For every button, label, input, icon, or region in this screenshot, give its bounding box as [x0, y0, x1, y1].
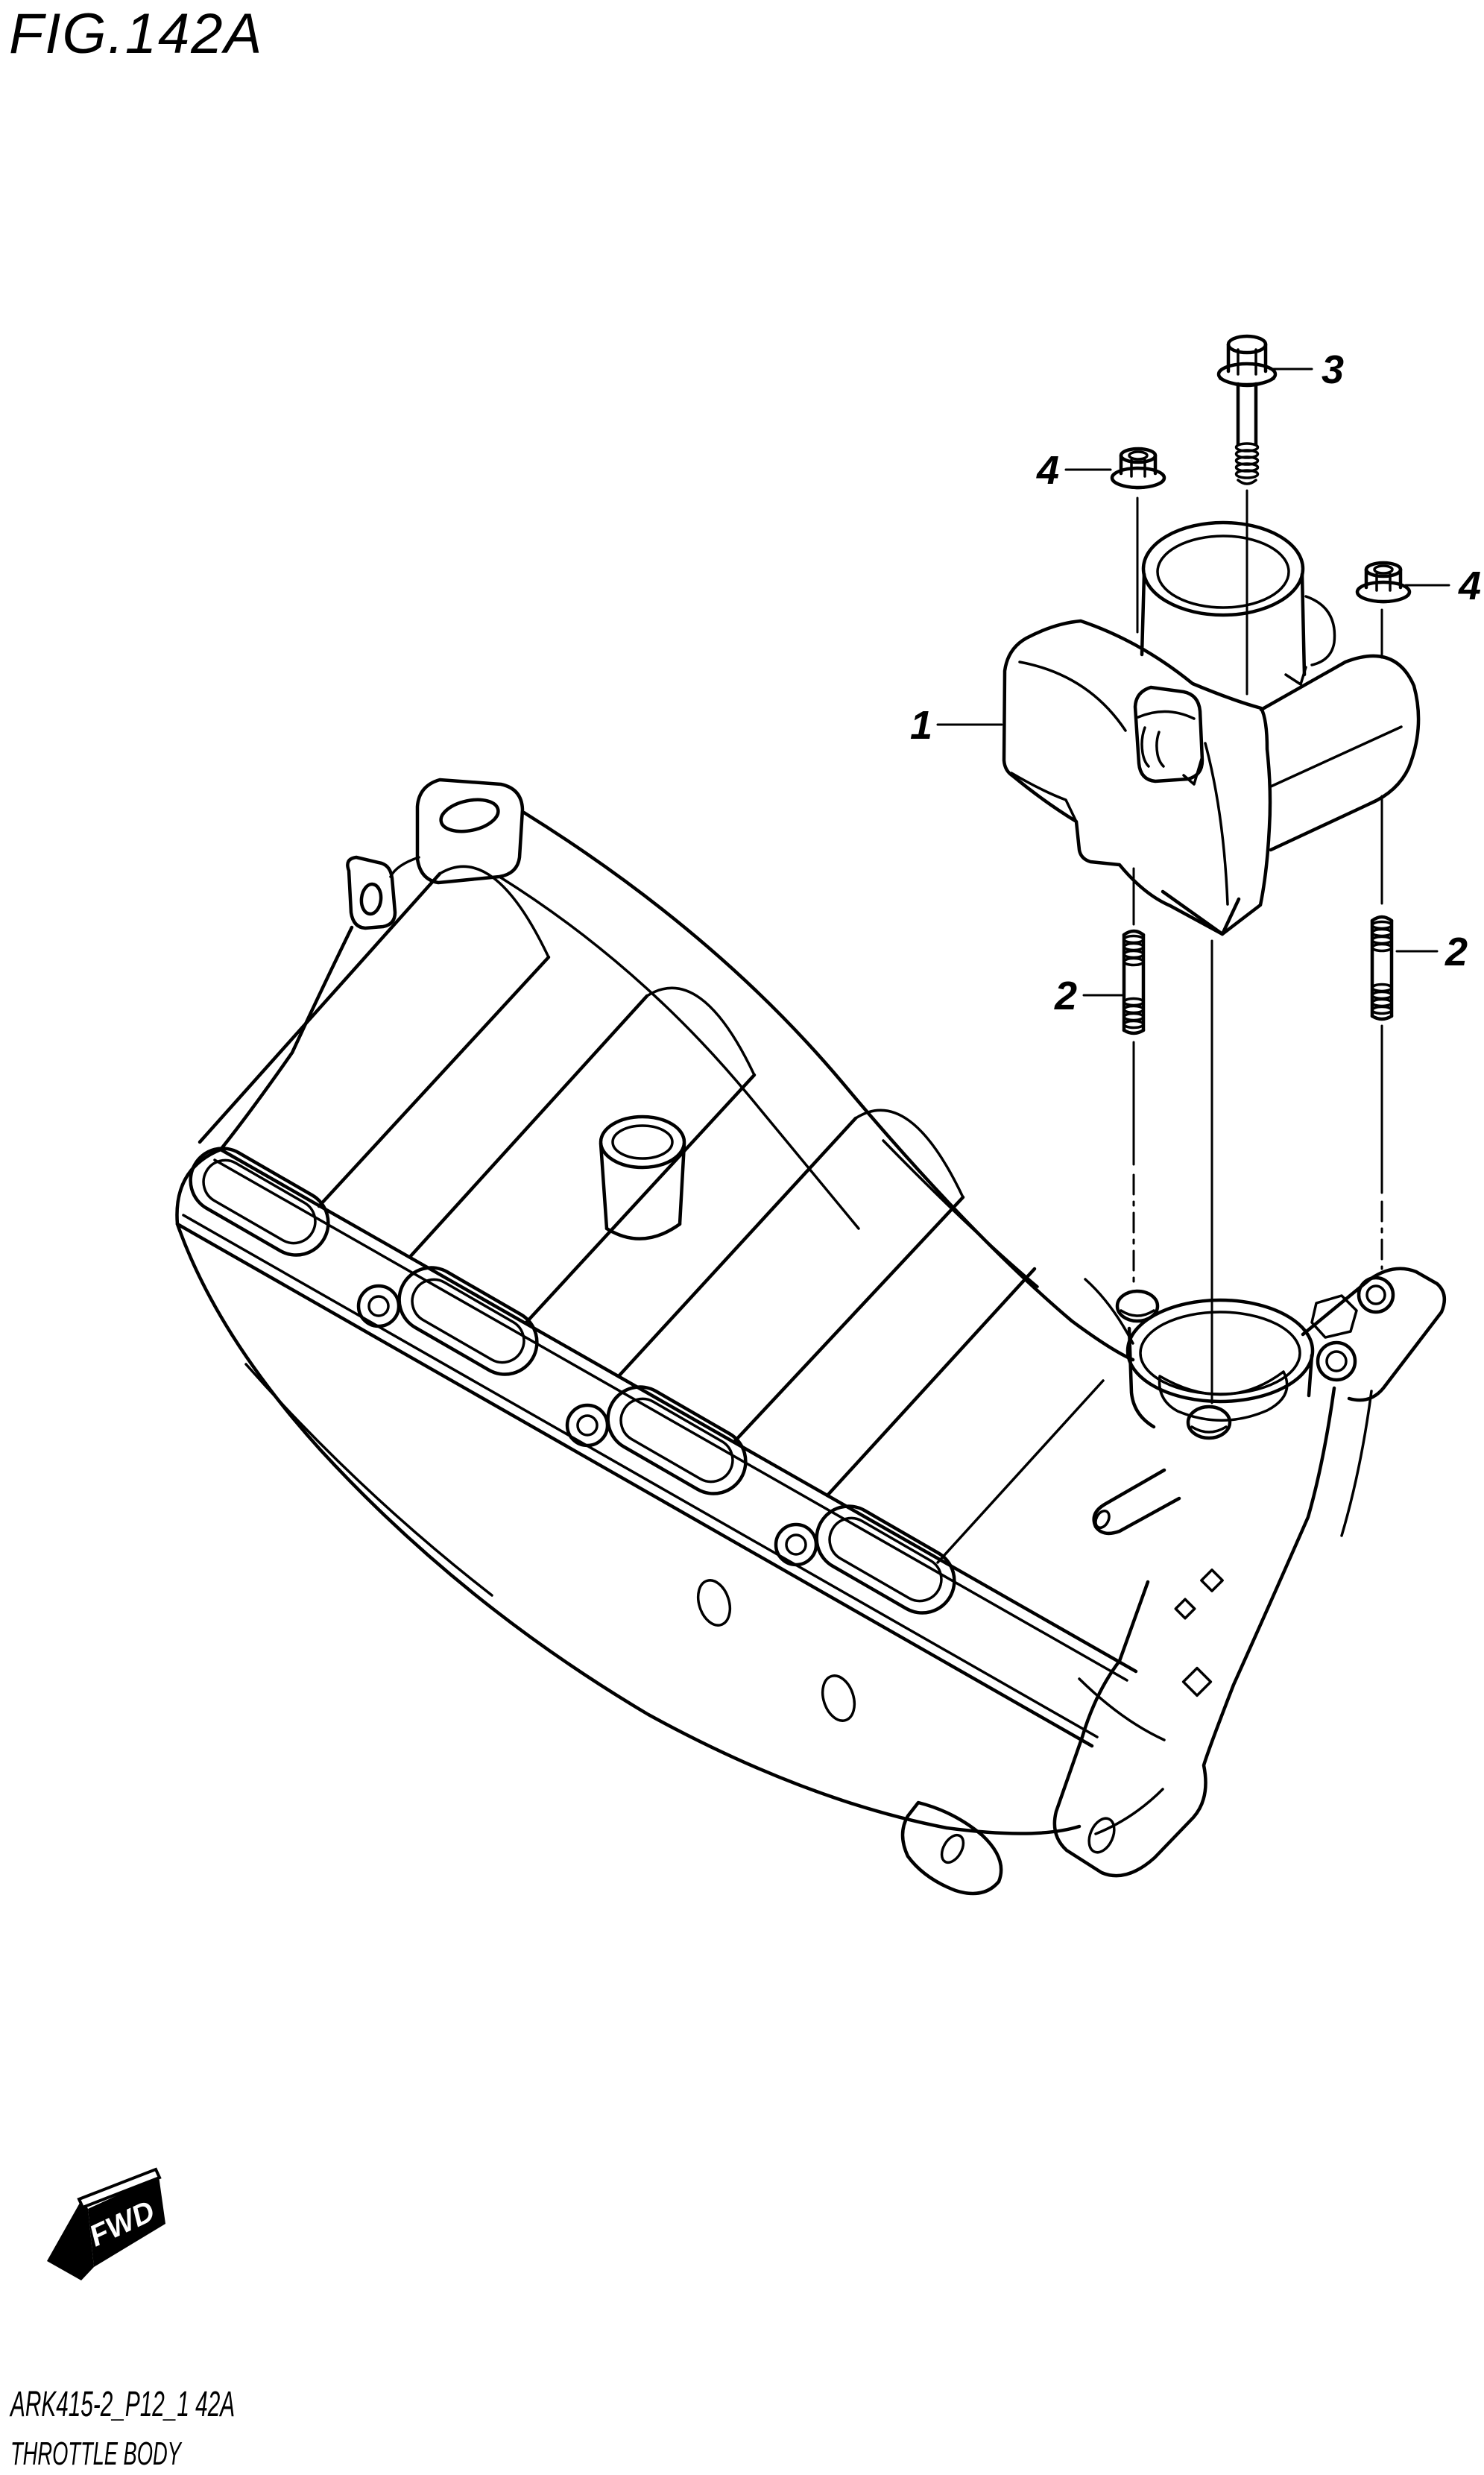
lower-leg-bracket — [1052, 1386, 1373, 1878]
gasket-outer — [606, 1385, 748, 1495]
leg-hole-1 — [1200, 1568, 1224, 1592]
gasket-band-upper-inner — [213, 1158, 1128, 1682]
throttle-mount-flange — [1084, 1278, 1315, 1440]
side-arm — [1259, 654, 1421, 852]
port-gasket-3 — [606, 1385, 748, 1495]
callouts: 1 2 2 3 4 4 — [910, 347, 1481, 1018]
face-hole-1 — [696, 1579, 732, 1627]
flange-nut-right — [1355, 561, 1412, 604]
callout-1: 1 — [910, 703, 1003, 748]
stud-boss-lower — [1186, 1404, 1232, 1440]
gasket-band-end-cap — [175, 1147, 223, 1226]
sensor-boss — [599, 1114, 686, 1240]
runner-tubes — [198, 865, 1105, 1564]
tab-hole — [439, 798, 500, 833]
fwd-arrow-head — [47, 2198, 94, 2280]
alignment-lines — [1132, 489, 1383, 1404]
callout-2-right-label: 2 — [1444, 930, 1468, 974]
stud-boss-upper — [1115, 1289, 1160, 1323]
bore-outer-rim — [1141, 520, 1305, 617]
callout-4-right-label: 4 — [1458, 564, 1481, 608]
face-hole-2 — [821, 1674, 856, 1722]
fwd-arrow-body — [88, 2176, 165, 2267]
plenum-top-edge — [522, 810, 1135, 1362]
manifold-top-tab — [415, 778, 525, 885]
bore-inner-rim — [1156, 535, 1290, 609]
leg-hole-2 — [1174, 1598, 1196, 1620]
gasket-band-lower-inner — [182, 1214, 1099, 1738]
gasket-band-upper-edge — [218, 1147, 1138, 1674]
footer: ARK415-2_P12_1 42A THROTTLE BODY — [10, 2384, 373, 2473]
flange-to-plenum-line — [1084, 1278, 1134, 1345]
body-step-line — [1010, 772, 1077, 822]
gasket-outer — [189, 1147, 330, 1257]
belly-inner-line — [244, 1363, 493, 1597]
bore-side-bump — [1304, 595, 1336, 666]
callout-4-right: 4 — [1404, 564, 1481, 608]
page-caption: THROTTLE BODY — [10, 2435, 181, 2472]
flange-nut-left — [1110, 447, 1166, 490]
callout-2-left-label: 2 — [1054, 974, 1077, 1018]
bolt-head-top — [1226, 334, 1268, 355]
flange-boss-hole-3 — [774, 1522, 818, 1567]
manifold-side-tab — [346, 855, 397, 930]
gasket-outer — [815, 1504, 956, 1615]
left-silhouette — [218, 925, 354, 1152]
flange-boss-hole-1 — [356, 1284, 401, 1328]
doc-code: ARK415-2_P12_1 42A — [10, 2385, 236, 2424]
gasket-band-lower-edge — [175, 1222, 1094, 1748]
port-gasket-2 — [397, 1266, 539, 1376]
bore-left-wall — [1140, 572, 1146, 657]
body-top-inner-curve — [1018, 660, 1127, 732]
figure-title: FIG.142A — [9, 2, 264, 66]
gasket-inner — [411, 1278, 525, 1364]
leg-hole-3 — [1181, 1666, 1213, 1697]
tab-link-line — [389, 856, 420, 878]
callout-2-right: 2 — [1395, 930, 1468, 974]
right-bracket — [1301, 1267, 1447, 1402]
callout-4-left: 4 — [1036, 448, 1112, 493]
bottom-foot — [900, 1800, 1003, 1896]
stud-right — [1370, 915, 1394, 1021]
gasket-outer — [397, 1266, 539, 1376]
callout-2-left: 2 — [1054, 974, 1124, 1018]
callout-3-label: 3 — [1322, 347, 1344, 392]
foot-hole — [1087, 1817, 1116, 1854]
plenum-inner-edge — [498, 875, 860, 1230]
gasket-inner — [202, 1158, 317, 1245]
throttle-body — [1002, 520, 1421, 936]
side-tab-hole — [359, 882, 383, 916]
callout-4-left-label: 4 — [1036, 448, 1059, 493]
manifold-belly — [175, 1222, 1082, 1835]
bore-arm-joint — [1284, 666, 1307, 686]
intake-manifold — [175, 778, 1447, 1896]
flange-bolt — [1216, 334, 1278, 485]
callout-3: 3 — [1269, 347, 1344, 392]
gasket-inner — [828, 1516, 943, 1603]
snorkel-tube — [1092, 1468, 1181, 1536]
stud-left — [1122, 929, 1146, 1035]
plenum-under-line — [1078, 1677, 1166, 1741]
port-gasket-1 — [189, 1147, 330, 1257]
body-outline — [1002, 619, 1272, 936]
flange-boss-hole-2 — [565, 1403, 610, 1448]
body-right-crease — [1204, 742, 1229, 906]
bore-right-wall — [1300, 572, 1307, 677]
body-bottom-tip — [1161, 889, 1241, 936]
port-gasket-4 — [815, 1504, 956, 1615]
plenum-inner-edge-2 — [882, 1139, 1039, 1288]
throttle-position-sensor-connector — [1133, 685, 1204, 784]
callout-1-label: 1 — [910, 703, 932, 748]
fwd-marker: FWD — [47, 2167, 165, 2280]
bolt-threads — [1234, 442, 1260, 485]
gasket-inner — [619, 1397, 734, 1484]
fwd-arrow-top-stripe — [77, 2167, 162, 2210]
